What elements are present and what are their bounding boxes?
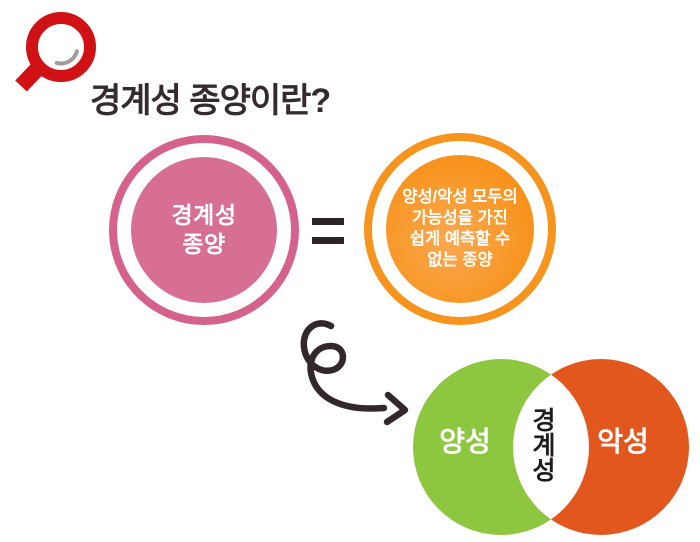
venn-overlap-label-char: 성: [532, 457, 555, 485]
meaning-circle: 양성/악성 모두의 가능성을 가진 쉽게 예측할 수 없는 종양: [364, 133, 556, 325]
term-circle: 경계성 종양: [109, 135, 299, 325]
term-line: 경계성: [171, 202, 237, 228]
magnifier-ring: [26, 12, 96, 82]
venn-overlap-lens: [513, 359, 589, 535]
term-line: 종양: [182, 231, 226, 257]
magnifier-glare-icon: [54, 49, 79, 66]
meaning-line: 양성/악성 모두의: [402, 188, 518, 206]
meaning-circle-inner: 양성/악성 모두의 가능성을 가진 쉽게 예측할 수 없는 종양: [386, 155, 534, 303]
meaning-line: 쉽게 예측할 수: [409, 230, 511, 248]
magnifier-icon: [15, 12, 96, 92]
page-title: 경계성 종양이란?: [90, 81, 331, 120]
venn-malignant-label: 악성: [597, 426, 649, 457]
meaning-line: 없는 종양: [427, 251, 493, 269]
equals-sign: [312, 218, 344, 244]
swirl-arrow-shaft: [300, 320, 388, 412]
meaning-line: 가능성을 가진: [412, 209, 508, 227]
venn-diagram: 양성 악성 경 계 성: [413, 359, 689, 535]
venn-overlap-label-char: 계: [532, 432, 555, 460]
venn-benign-label: 양성: [439, 426, 491, 457]
term-circle-inner: 경계성 종양: [131, 157, 277, 303]
equals-bar: [312, 218, 344, 225]
venn-overlap-label-char: 경: [532, 407, 555, 435]
equals-bar: [312, 237, 344, 244]
